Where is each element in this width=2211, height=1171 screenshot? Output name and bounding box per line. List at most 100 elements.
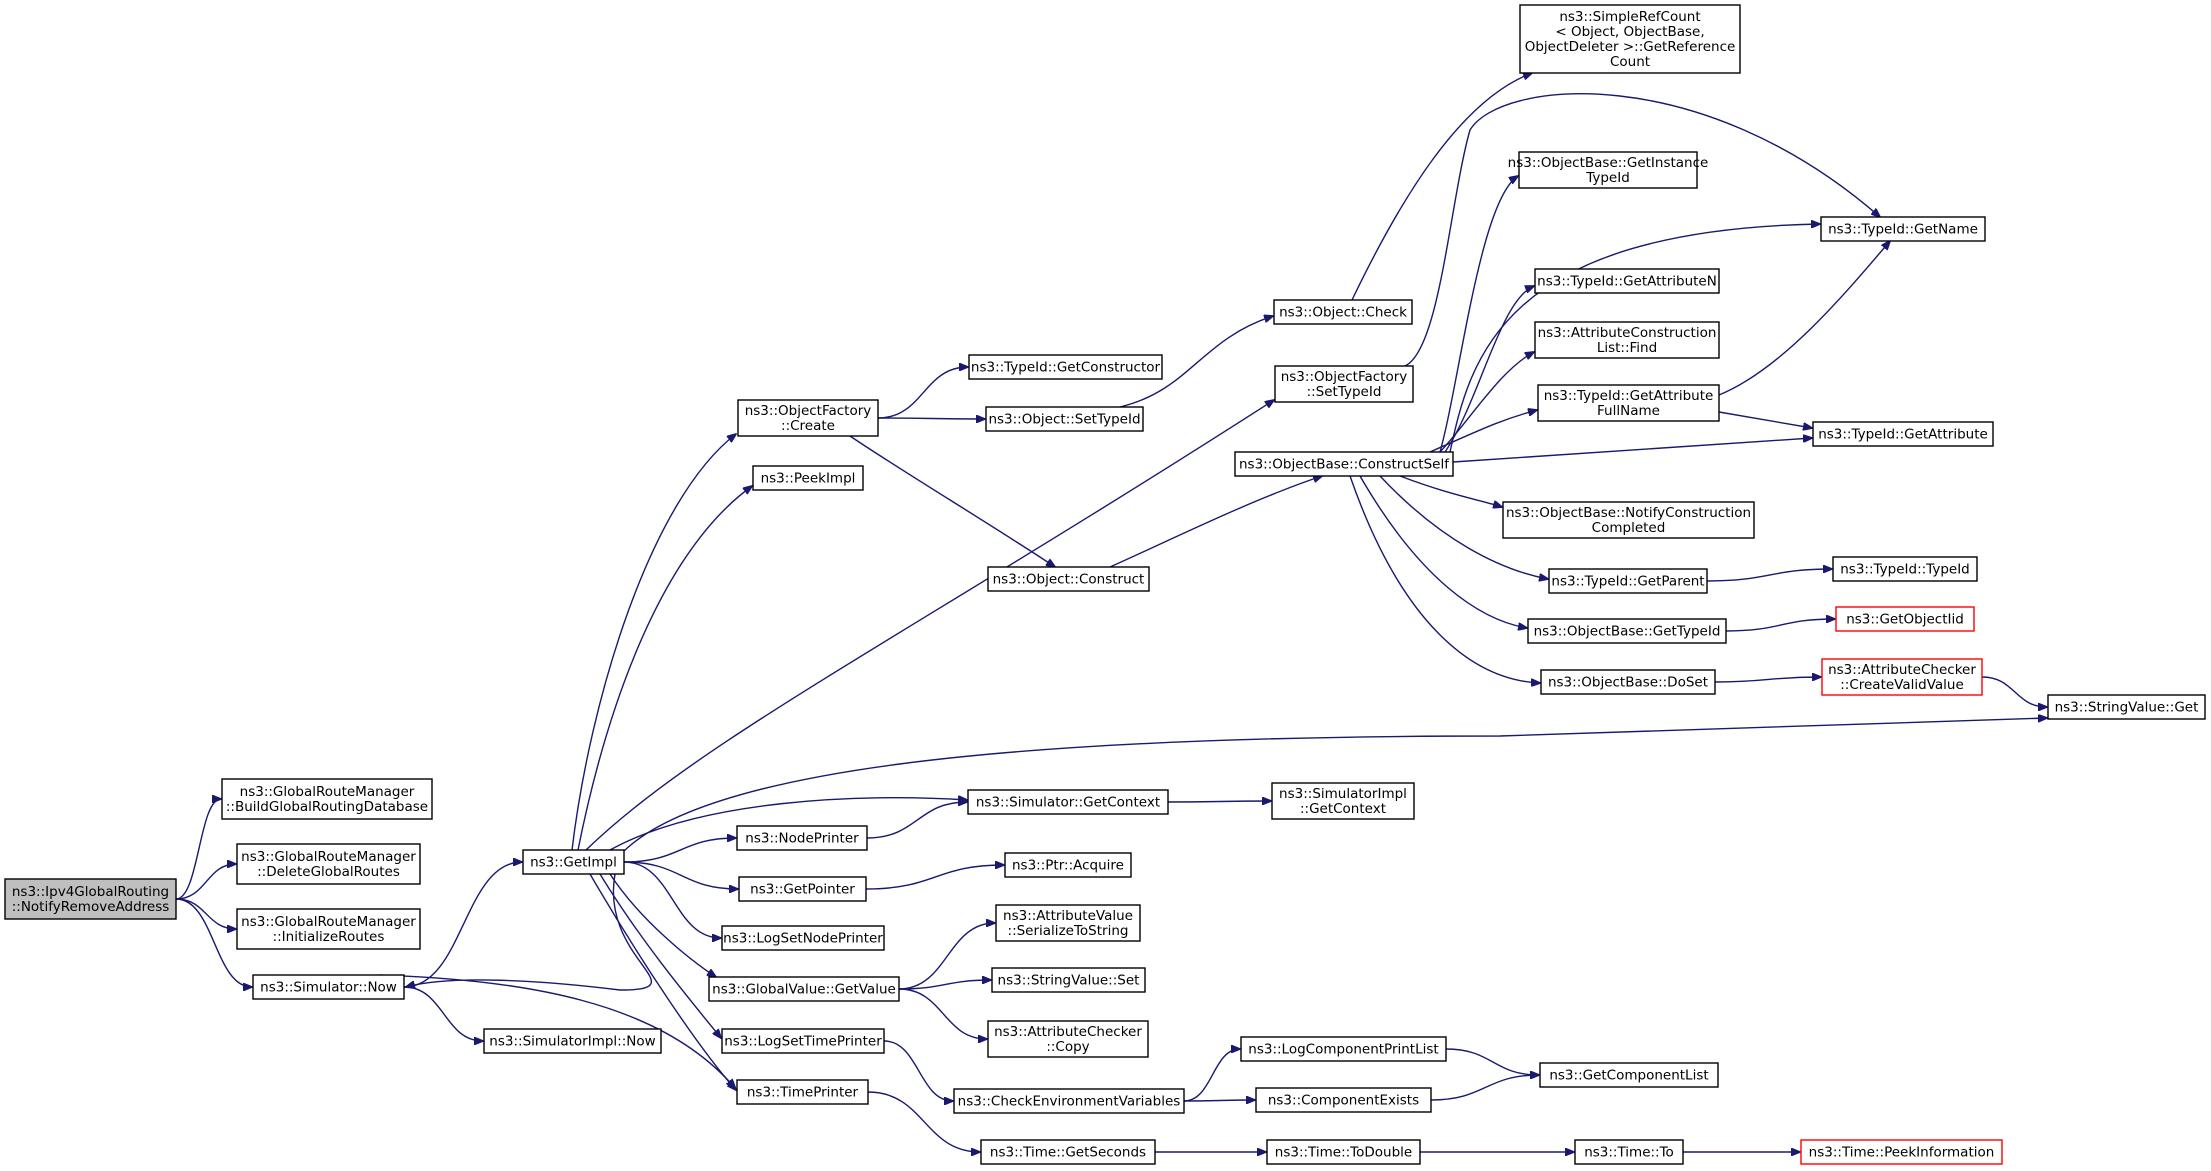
- node-obgettypeid[interactable]: ns3::ObjectBase::GetTypeId: [1527, 618, 1727, 644]
- edge-constructself-to-getinstance: [1439, 176, 1518, 453]
- node-createvalid[interactable]: ns3::AttributeChecker::CreateValidValue: [1821, 658, 1983, 696]
- node-box: [1821, 658, 1983, 696]
- node-label: ns3::SimpleRefCount: [1559, 9, 1700, 25]
- edge-getimpl-to-logtimeprinter: [599, 873, 721, 1038]
- node-compexists[interactable]: ns3::ComponentExists: [1255, 1087, 1432, 1113]
- edge-now-to-simimplnow: [403, 986, 483, 1041]
- node-nodeprinter[interactable]: ns3::NodePrinter: [736, 825, 868, 851]
- node-check[interactable]: ns3::Object::Check: [1273, 299, 1413, 325]
- node-getname[interactable]: ns3::TypeId::GetName: [1820, 216, 1986, 242]
- node-getseconds[interactable]: ns3::Time::GetSeconds: [980, 1139, 1156, 1165]
- node-typeidtypeid[interactable]: ns3::TypeId::TypeId: [1832, 556, 1978, 582]
- edge-ofcreate-to-construct: [849, 435, 1055, 567]
- node-getcomplist[interactable]: ns3::GetComponentList: [1539, 1062, 1719, 1088]
- edge-getimpl-to-peekimpl: [577, 486, 752, 851]
- node-logcomplist[interactable]: ns3::LogComponentPrintList: [1240, 1036, 1447, 1062]
- node-peekinfo[interactable]: ns3::Time::PeekInformation: [1800, 1139, 2003, 1165]
- node-box: [736, 825, 868, 851]
- node-label: ns3::TypeId::GetAttribute: [1818, 427, 1988, 443]
- node-box: [1527, 618, 1727, 644]
- node-box: [1574, 1139, 1684, 1165]
- node-label: ns3::Simulator::GetContext: [976, 795, 1160, 811]
- node-implgetcontext[interactable]: ns3::SimulatorImpl::GetContext: [1271, 782, 1415, 820]
- node-label: List::Find: [1597, 340, 1657, 356]
- node-label: TypeId: [1585, 170, 1630, 186]
- node-delete[interactable]: ns3::GlobalRouteManager::DeleteGlobalRou…: [236, 843, 421, 885]
- node-construct[interactable]: ns3::Object::Construct: [987, 566, 1150, 592]
- edge-doset-to-createvalid: [1714, 677, 1821, 683]
- node-getparent[interactable]: ns3::TypeId::GetParent: [1548, 568, 1708, 594]
- edge-gvgetvalue-to-serialize: [898, 923, 995, 990]
- node-doset[interactable]: ns3::ObjectBase::DoSet: [1540, 669, 1716, 695]
- edge-constructself-to-getattr: [1452, 438, 1812, 463]
- node-label: ns3::ObjectBase::ConstructSelf: [1239, 457, 1450, 473]
- node-peekimpl[interactable]: ns3::PeekImpl: [752, 465, 864, 491]
- node-label: ::SerializeToString: [1008, 923, 1129, 939]
- node-getattr[interactable]: ns3::TypeId::GetAttribute: [1812, 421, 1994, 447]
- edge-root-to-now: [175, 898, 252, 987]
- node-label: ns3::Simulator::Now: [260, 980, 397, 996]
- node-getpointer[interactable]: ns3::GetPointer: [738, 876, 867, 902]
- node-simimplnow[interactable]: ns3::SimulatorImpl::Now: [483, 1028, 662, 1054]
- node-root[interactable]: ns3::Ipv4GlobalRouting::NotifyRemoveAddr…: [4, 878, 177, 920]
- node-box: [1234, 451, 1454, 477]
- node-label: ns3::StringValue::Set: [998, 973, 1140, 989]
- node-label: ns3::GetComponentList: [1549, 1068, 1708, 1084]
- node-label: ns3::LogComponentPrintList: [1248, 1042, 1438, 1058]
- node-now[interactable]: ns3::Simulator::Now: [252, 974, 405, 1000]
- node-getctor[interactable]: ns3::TypeId::GetConstructor: [968, 354, 1163, 380]
- node-box: [752, 465, 864, 491]
- node-settypeid[interactable]: ns3::Object::SetTypeId: [985, 406, 1144, 432]
- node-label: ::CreateValidValue: [1840, 677, 1964, 693]
- node-lognodeprinter[interactable]: ns3::LogSetNodePrinter: [721, 925, 885, 951]
- node-label: ns3::Time::GetSeconds: [990, 1145, 1146, 1161]
- node-timeto[interactable]: ns3::Time::To: [1574, 1139, 1684, 1165]
- edge-getimpl-to-ofcreate: [571, 434, 736, 851]
- node-build[interactable]: ns3::GlobalRouteManager::BuildGlobalRout…: [221, 778, 433, 820]
- node-init[interactable]: ns3::GlobalRouteManager::InitializeRoute…: [236, 908, 421, 950]
- node-box: [221, 778, 433, 820]
- node-label: ns3::CheckEnvironmentVariables: [958, 1094, 1181, 1110]
- node-label: ns3::TypeId::GetAttributeN: [1537, 274, 1717, 290]
- node-label: ns3::Ipv4GlobalRouting: [12, 884, 169, 900]
- node-strset[interactable]: ns3::StringValue::Set: [991, 967, 1146, 993]
- node-box: [968, 354, 1163, 380]
- node-ofcreate[interactable]: ns3::ObjectFactory::Create: [737, 399, 879, 437]
- node-box: [1502, 501, 1755, 539]
- node-box: [1800, 1139, 2003, 1165]
- edge-nodeprinter-to-getcontext: [866, 802, 967, 839]
- node-accopy[interactable]: ns3::AttributeChecker::Copy: [987, 1020, 1149, 1058]
- node-logtimeprinter[interactable]: ns3::LogSetTimePrinter: [721, 1028, 885, 1054]
- node-constructself[interactable]: ns3::ObjectBase::ConstructSelf: [1234, 451, 1454, 477]
- node-strget[interactable]: ns3::StringValue::Get: [2047, 694, 2206, 720]
- node-checkenv[interactable]: ns3::CheckEnvironmentVariables: [953, 1088, 1185, 1114]
- node-gvgetvalue[interactable]: ns3::GlobalValue::GetValue: [708, 976, 900, 1002]
- node-refcount[interactable]: ns3::SimpleRefCount< Object, ObjectBase,…: [1519, 4, 1741, 74]
- node-getimpl[interactable]: ns3::GetImpl: [522, 849, 625, 875]
- node-box: [953, 1088, 1185, 1114]
- node-box: [1274, 365, 1414, 403]
- node-notifyconst[interactable]: ns3::ObjectBase::NotifyConstructionCompl…: [1502, 501, 1755, 539]
- node-getcontext[interactable]: ns3::Simulator::GetContext: [967, 789, 1169, 815]
- node-label: ns3::ObjectBase::GetInstance: [1508, 155, 1709, 171]
- node-getobjectiid[interactable]: ns3::GetObjectIid: [1835, 606, 1975, 632]
- node-box: [991, 967, 1146, 993]
- node-label: ns3::GlobalValue::GetValue: [712, 982, 896, 998]
- node-acquire[interactable]: ns3::Ptr::Acquire: [1004, 852, 1132, 878]
- edge-getimpl-to-getpointer: [623, 861, 738, 889]
- node-label: ns3::GetPointer: [750, 882, 855, 898]
- node-serialize[interactable]: ns3::AttributeValue::SerializeToString: [995, 904, 1141, 942]
- node-todouble[interactable]: ns3::Time::ToDouble: [1266, 1139, 1421, 1165]
- node-box: [967, 789, 1169, 815]
- node-timeprinter[interactable]: ns3::TimePrinter: [736, 1079, 869, 1105]
- node-box: [1271, 782, 1415, 820]
- node-label: ns3::GlobalRouteManager: [241, 914, 416, 930]
- node-ofsettypeid[interactable]: ns3::ObjectFactory::SetTypeId: [1274, 365, 1414, 403]
- node-box: [1548, 568, 1708, 594]
- node-getattrn[interactable]: ns3::TypeId::GetAttributeN: [1534, 268, 1720, 294]
- edge-ofcreate-to-getctor: [877, 367, 968, 419]
